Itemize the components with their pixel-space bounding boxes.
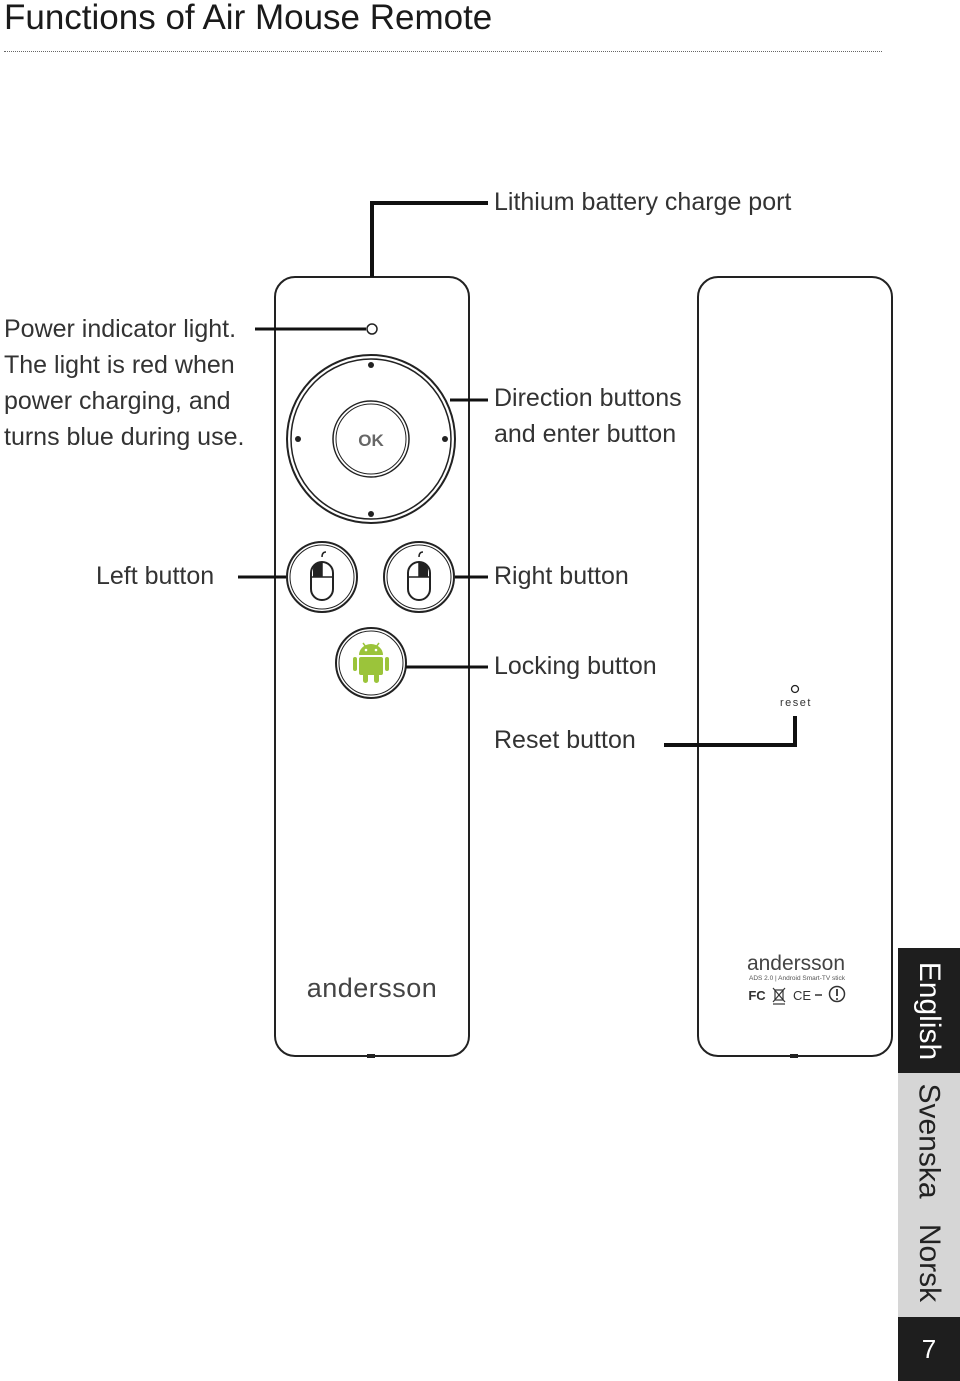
reset-hole[interactable] [790,684,800,694]
power-indicator-label: Power indicator light. The light is red … [4,315,245,451]
page-title: Functions of Air Mouse Remote [4,0,493,37]
tab-norsk-label: Norsk [913,1223,946,1303]
back-brand-logo: andersson [747,952,845,975]
page-number-box: 7 [898,1317,960,1381]
right-mouse-icon [407,551,431,601]
tab-svenska-label: Svenska [913,1083,947,1199]
charge-port-label: Lithium battery charge port [494,188,792,216]
down-direction-dot [368,511,374,517]
right-mouse-button[interactable] [383,541,455,613]
left-mouse-button[interactable] [286,541,358,613]
locking-button[interactable] [335,627,407,699]
remote-back-body [697,276,893,1057]
power-indicator-light [366,323,378,335]
left-mouse-icon [310,551,334,601]
page-number: 7 [921,1333,937,1364]
alert-mark-icon [828,985,846,1003]
model-text: ADS 2.0 | Android Smart-TV stick [749,975,846,982]
locking-button-label: Locking button [494,652,657,680]
title-divider [4,51,882,52]
regulatory-marks: FC CE [748,985,846,1005]
tab-english-label: English [913,961,946,1060]
tab-english[interactable]: English [898,948,960,1073]
tab-norsk[interactable]: Norsk [898,1209,960,1317]
reset-button-label: Reset button [494,726,636,754]
ce-mark-icon: CE [793,988,811,1003]
reset-text: reset [780,697,812,709]
weee-bin-icon [772,987,786,1005]
direction-buttons-label: Direction buttons and enter button [494,384,682,448]
android-icon [353,642,389,683]
fcc-mark-icon: FC [748,988,766,1003]
tab-svenska[interactable]: Svenska [898,1073,960,1209]
direction-pad[interactable] [286,354,456,524]
front-brand-logo: andersson [307,973,438,1003]
language-tabs: English Svenska Norsk 7 [898,948,960,1381]
right-button-label: Right button [494,562,629,590]
ok-label: OK [358,431,384,450]
up-direction-dot [368,362,374,368]
left-direction-dot [295,436,301,442]
ok-button [332,400,410,478]
right-direction-dot [442,436,448,442]
left-button-label: Left button [96,562,215,590]
charge-port-leader [370,201,488,277]
reset-leader [664,716,797,747]
